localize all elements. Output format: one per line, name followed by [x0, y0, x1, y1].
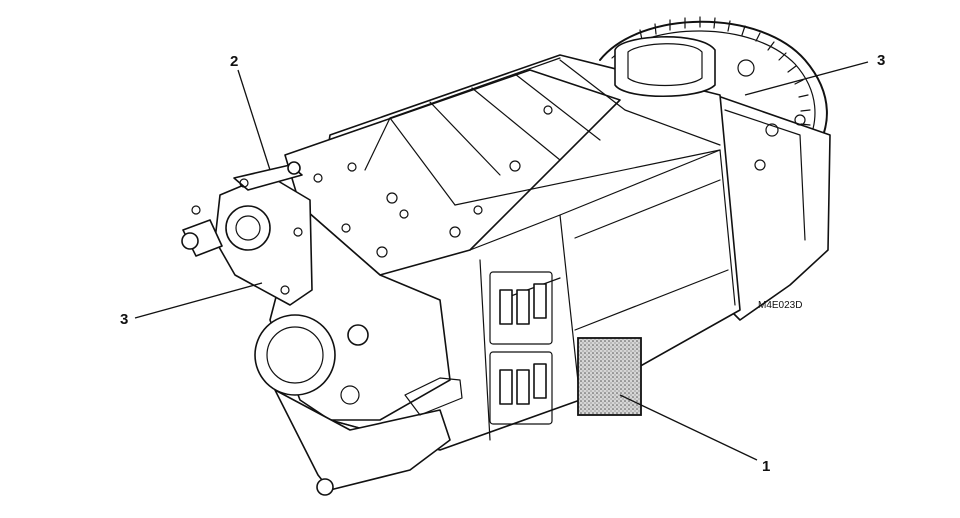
leader-line-3-rear [744, 61, 869, 96]
top-ribs [364, 57, 721, 206]
callout-1: 1 [762, 458, 770, 475]
identification-plate [577, 337, 642, 416]
callout-2: 2 [230, 53, 238, 70]
detent-recesses [489, 271, 553, 425]
front-extension [254, 204, 463, 496]
leader-line-3-front [134, 282, 263, 319]
figure-code: M4E023D [758, 300, 802, 311]
selector-lever [233, 161, 303, 191]
callout-3-rear: 3 [877, 52, 885, 69]
leader-line-1 [619, 394, 758, 461]
callout-3-front: 3 [120, 311, 128, 328]
selector-housing [181, 174, 313, 306]
leader-line-2 [237, 69, 271, 171]
cover-bolts [313, 105, 553, 258]
